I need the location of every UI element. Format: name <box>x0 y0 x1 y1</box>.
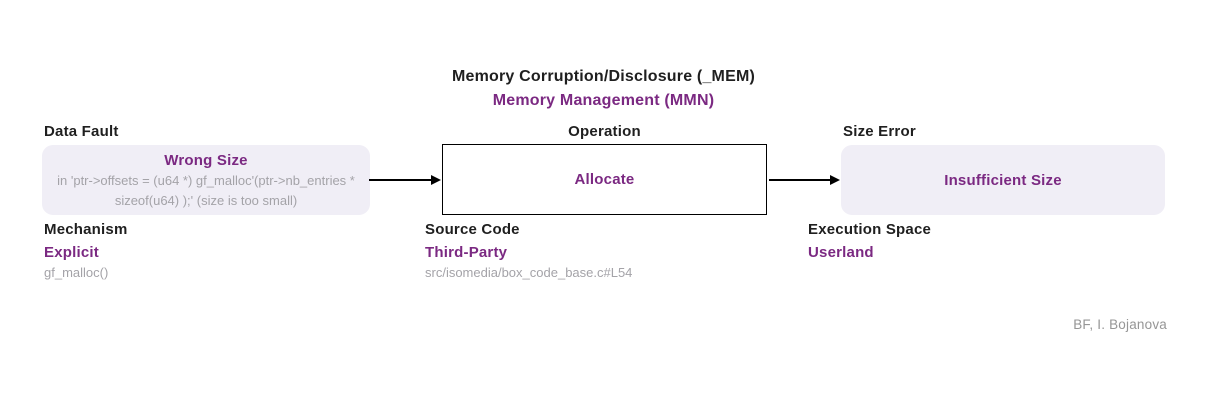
fault-node-value: Wrong Size <box>164 152 248 169</box>
operation-node-value: Allocate <box>574 171 635 188</box>
fault-node: Wrong Size in 'ptr->offsets = (u64 *) gf… <box>42 145 370 215</box>
diagram-title: Memory Corruption/Disclosure (_MEM) <box>451 68 756 85</box>
error-column-label: Size Error <box>843 123 916 140</box>
execution-space-value: Userland <box>808 244 874 261</box>
attribution-text: BF, I. Bojanova <box>1073 317 1167 332</box>
mechanism-label: Mechanism <box>44 221 128 238</box>
operation-column-label: Operation <box>568 123 641 140</box>
error-node-value: Insufficient Size <box>944 171 1062 189</box>
mechanism-attribute-group: Mechanism Explicit gf_malloc() <box>44 218 128 283</box>
fault-column-label: Data Fault <box>44 123 119 140</box>
arrow-fault-to-operation <box>369 175 441 184</box>
mechanism-value: Explicit <box>44 244 99 261</box>
operation-node: Allocate <box>442 144 767 215</box>
source-code-attribute-group: Source Code Third-Party src/isomedia/box… <box>425 218 632 283</box>
arrow-operation-to-error <box>769 175 840 184</box>
source-code-label: Source Code <box>425 221 520 238</box>
fault-node-code-snippet: in 'ptr->offsets = (u64 *) gf_malloc'(pt… <box>57 173 355 208</box>
error-node: Insufficient Size <box>841 145 1165 215</box>
source-code-value: Third-Party <box>425 244 508 261</box>
diagram-subtitle: Memory Management (MMN) <box>492 92 715 109</box>
source-code-detail: src/isomedia/box_code_base.c#L54 <box>425 265 633 280</box>
mechanism-detail: gf_malloc() <box>44 265 109 280</box>
execution-space-label: Execution Space <box>808 221 932 238</box>
execution-space-attribute-group: Execution Space Userland <box>808 218 931 263</box>
